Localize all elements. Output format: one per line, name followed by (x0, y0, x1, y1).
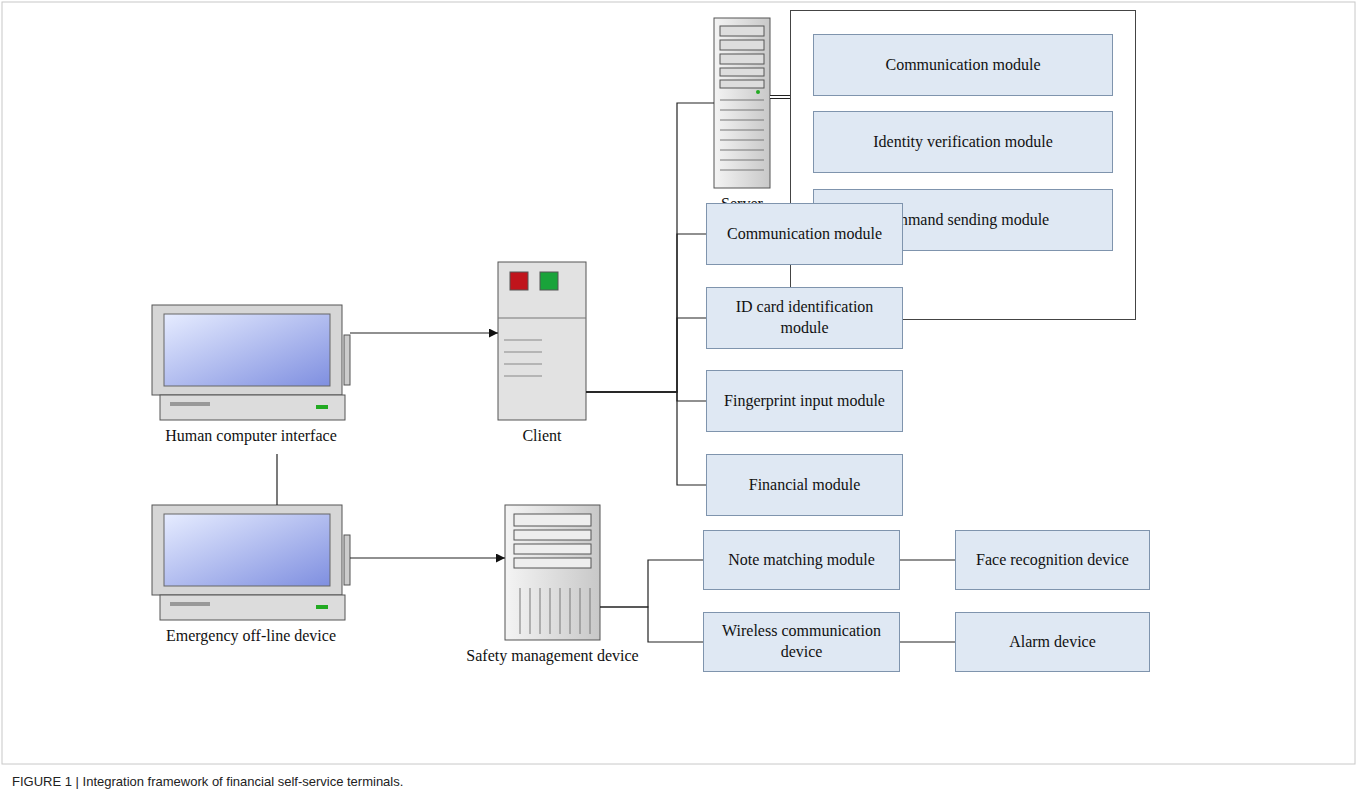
module-box: Wireless communication device (703, 612, 900, 672)
connector-line (600, 560, 703, 607)
module-box: Identity verification module (813, 111, 1113, 173)
connector (586, 392, 706, 401)
connector-line (586, 318, 706, 392)
connector (600, 607, 703, 642)
connector (586, 103, 714, 392)
connector (350, 333, 498, 334)
connector (586, 318, 706, 392)
connector-line (900, 559, 955, 560)
module-box: Financial module (706, 454, 903, 516)
connector-line (586, 103, 714, 392)
client-icon (498, 262, 586, 420)
connector (277, 454, 278, 505)
connector (350, 558, 505, 559)
connector-line (350, 332, 498, 333)
box-label: Note matching module (728, 550, 875, 571)
box-label: Fingerprint input module (724, 391, 885, 412)
module-box: Note matching module (703, 530, 900, 590)
computer-icon (152, 305, 350, 420)
connector-line (900, 641, 955, 642)
connector (770, 97, 790, 98)
box-label: Face recognition device (976, 550, 1129, 571)
connector-line (600, 607, 703, 642)
box-label: Alarm device (1009, 632, 1096, 653)
server-icon-node: Server (714, 18, 770, 188)
connector (586, 392, 706, 485)
box-label: Identity verification module (873, 132, 1053, 153)
tower-icon (505, 505, 600, 640)
device-box: Face recognition device (955, 530, 1150, 590)
server-icon (714, 18, 770, 188)
connector-outer (770, 95, 790, 99)
connector-inner (770, 96, 790, 98)
device-box: Alarm device (955, 612, 1150, 672)
connector (900, 560, 955, 561)
connector-line (350, 557, 505, 558)
module-box: Communication module (813, 34, 1113, 96)
computer-node: Human computer interface (152, 305, 350, 420)
figure-caption: FIGURE 1 | Integration framework of fina… (12, 774, 403, 789)
connector (600, 560, 703, 607)
device-label: Safety management device (466, 646, 638, 667)
module-box: Fingerprint input module (706, 370, 903, 432)
connector-line (276, 454, 277, 505)
computer-icon (152, 505, 350, 620)
module-box: Communication module (706, 203, 903, 265)
device-label: Client (522, 426, 561, 447)
box-label: Communication module (885, 55, 1040, 76)
box-label: Financial module (749, 475, 861, 496)
connector (900, 642, 955, 643)
device-label: Human computer interface (165, 426, 336, 447)
figure-frame (2, 2, 1355, 764)
connector (586, 234, 706, 392)
device-label: Emergency off-line device (166, 626, 336, 647)
client-node: Client (498, 262, 586, 420)
tower-node: Safety management device (505, 505, 600, 640)
connector-line (586, 392, 706, 485)
server-module-group: Communication moduleIdentity verificatio… (790, 10, 1136, 320)
box-label: Wireless communication device (712, 621, 891, 663)
computer-node: Emergency off-line device (152, 505, 350, 620)
connector-line (586, 234, 706, 392)
module-box: ID card identification module (706, 287, 903, 349)
box-label: Communication module (727, 224, 882, 245)
connector-line (586, 392, 706, 401)
box-label: ID card identification module (715, 297, 894, 339)
